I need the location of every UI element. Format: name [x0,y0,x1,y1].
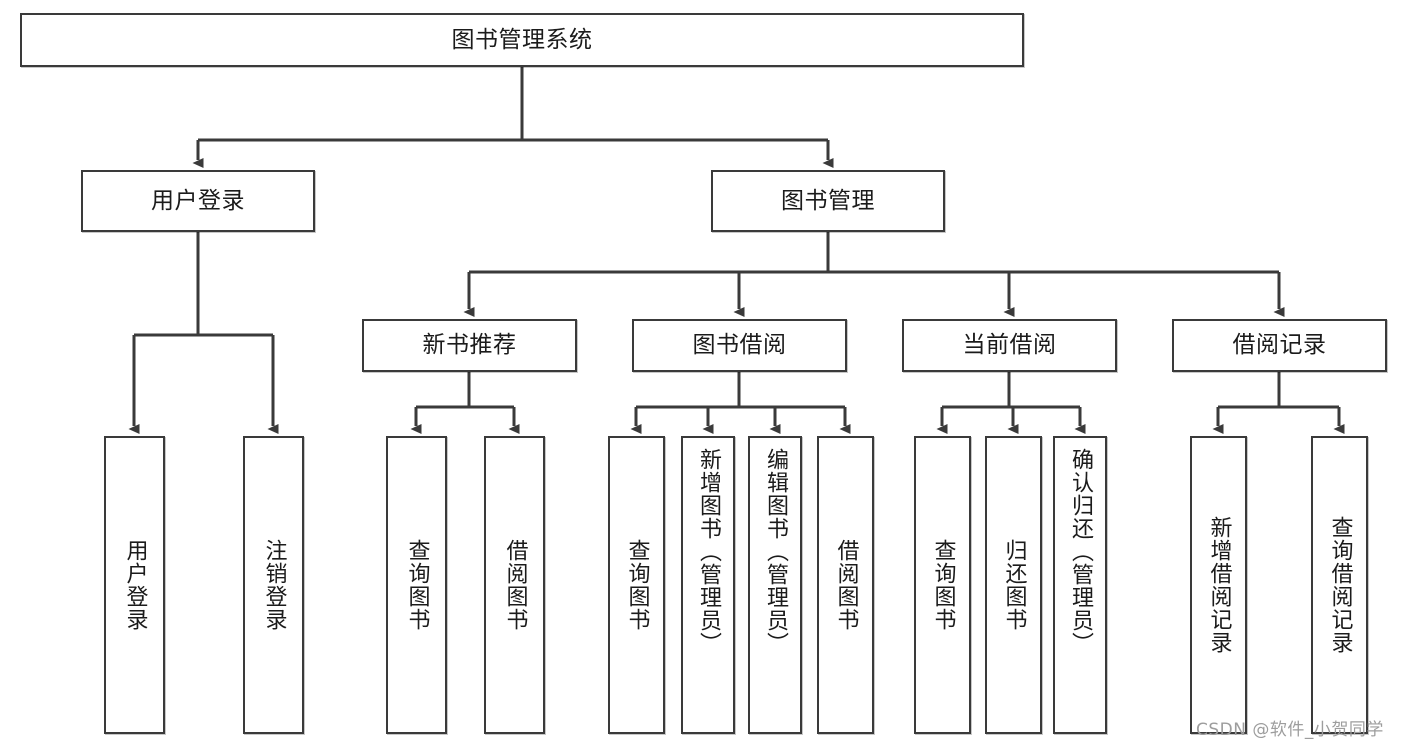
node-leaf-borrow-add-label: 新增图书（管理员） [695,448,721,655]
node-book-borrow-label: 图书借阅 [692,332,787,359]
node-user-login-label: 用户登录 [151,187,245,214]
node-borrow-record[interactable]: 借阅记录 [1172,319,1387,372]
node-leaf-user-logout[interactable]: 注销登录 [243,436,304,734]
node-borrow-record-label: 借阅记录 [1232,332,1327,359]
node-current-borrow-label: 当前借阅 [962,332,1057,359]
node-leaf-rec-borrow[interactable]: 借阅图书 [484,436,545,734]
node-leaf-current-query-label: 查询图书 [930,539,956,631]
node-book-borrow[interactable]: 图书借阅 [632,319,847,372]
node-leaf-borrow-lend-label: 借阅图书 [833,539,859,631]
node-leaf-borrow-edit[interactable]: 编辑图书（管理员） [748,436,802,734]
node-leaf-current-return[interactable]: 归还图书 [985,436,1042,734]
node-root-label: 图书管理系统 [451,26,593,53]
node-current-borrow[interactable]: 当前借阅 [902,319,1117,372]
node-leaf-user-login-label: 用户登录 [122,539,148,631]
node-leaf-user-login[interactable]: 用户登录 [104,436,165,734]
node-leaf-current-query[interactable]: 查询图书 [914,436,971,734]
node-leaf-current-return-label: 归还图书 [1001,539,1027,631]
node-leaf-borrow-edit-label: 编辑图书（管理员） [762,448,788,655]
node-new-book-rec[interactable]: 新书推荐 [362,319,577,372]
node-leaf-record-add-label: 新增借阅记录 [1206,516,1232,654]
node-leaf-current-confirm[interactable]: 确认归还（管理员） [1053,436,1107,734]
node-root[interactable]: 图书管理系统 [20,13,1024,67]
node-new-book-rec-label: 新书推荐 [422,332,517,359]
node-leaf-user-logout-label: 注销登录 [261,539,287,631]
node-leaf-current-confirm-label: 确认归还（管理员） [1067,448,1093,655]
node-leaf-borrow-lend[interactable]: 借阅图书 [817,436,874,734]
node-leaf-record-add[interactable]: 新增借阅记录 [1190,436,1247,734]
node-leaf-rec-borrow-label: 借阅图书 [502,539,528,631]
csdn-watermark: CSDN @软件_小贺同学 [1196,720,1384,740]
node-leaf-rec-query[interactable]: 查询图书 [386,436,447,734]
node-leaf-rec-query-label: 查询图书 [404,539,430,631]
node-leaf-borrow-query[interactable]: 查询图书 [608,436,665,734]
node-leaf-borrow-add[interactable]: 新增图书（管理员） [681,436,735,734]
node-user-login[interactable]: 用户登录 [81,170,315,232]
node-leaf-record-query[interactable]: 查询借阅记录 [1311,436,1368,734]
node-book-manage[interactable]: 图书管理 [711,170,945,232]
node-leaf-borrow-query-label: 查询图书 [624,539,650,631]
node-leaf-record-query-label: 查询借阅记录 [1327,516,1353,654]
node-book-manage-label: 图书管理 [781,187,875,214]
